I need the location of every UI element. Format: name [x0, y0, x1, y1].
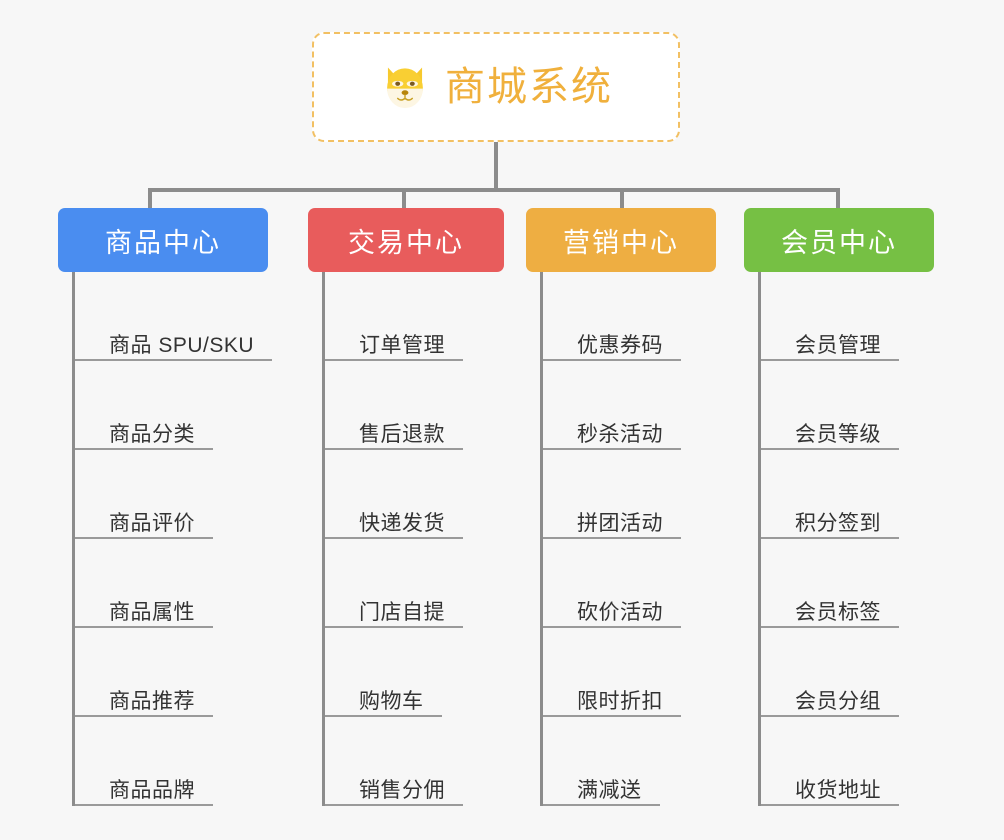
leaf-item[interactable]: 砍价活动 [543, 539, 716, 628]
leaf-label: 优惠券码 [577, 333, 663, 357]
leaf-label: 商品分类 [109, 422, 195, 446]
leaf-underline [761, 804, 899, 806]
leaf-label: 会员管理 [795, 333, 881, 357]
leaf-label: 销售分佣 [359, 778, 445, 802]
leaf-underline [75, 359, 273, 361]
leaf-item[interactable]: 商品评价 [75, 450, 268, 539]
leaf-item[interactable]: 购物车 [325, 628, 504, 717]
leaf-item[interactable]: 商品分类 [75, 361, 268, 450]
branch-marketing-center: 营销中心 优惠券码 秒杀活动 拼团活动 砍价活动 限时折扣 满减送 [526, 208, 716, 806]
leaf-underline [325, 537, 463, 539]
branch-header-2[interactable]: 交易中心 [308, 208, 504, 272]
leaf-item[interactable]: 收货地址 [761, 717, 934, 806]
connector-drop-1 [148, 188, 152, 210]
leaf-item[interactable]: 订单管理 [325, 272, 504, 361]
branch-header-label: 营销中心 [563, 227, 679, 258]
leaf-list-2: 订单管理 售后退款 快递发货 门店自提 购物车 销售分佣 [322, 272, 504, 806]
leaf-underline [761, 626, 899, 628]
leaf-underline [325, 448, 463, 450]
leaf-item[interactable]: 秒杀活动 [543, 361, 716, 450]
leaf-underline [543, 804, 660, 806]
connector-horizontal-bar [148, 188, 838, 192]
leaf-underline [543, 715, 681, 717]
branch-product-center: 商品中心 商品 SPU/SKU 商品分类 商品评价 商品属性 商品推荐 商品品牌 [58, 208, 273, 806]
leaf-label: 商品品牌 [109, 778, 195, 802]
leaf-label: 会员等级 [795, 422, 881, 446]
branch-member-center: 会员中心 会员管理 会员等级 积分签到 会员标签 会员分组 收货地址 [744, 208, 934, 806]
leaf-underline [761, 359, 899, 361]
leaf-underline [761, 537, 899, 539]
leaf-label: 满减送 [577, 778, 642, 802]
leaf-item[interactable]: 会员等级 [761, 361, 934, 450]
leaf-underline [75, 626, 213, 628]
root-node[interactable]: 商城系统 [312, 32, 680, 142]
leaf-label: 快递发货 [359, 511, 445, 535]
branch-header-1[interactable]: 商品中心 [58, 208, 268, 272]
leaf-underline [543, 626, 681, 628]
leaf-label: 购物车 [359, 689, 424, 713]
leaf-label: 售后退款 [359, 422, 445, 446]
leaf-list-1: 商品 SPU/SKU 商品分类 商品评价 商品属性 商品推荐 商品品牌 [72, 272, 273, 806]
leaf-label: 限时折扣 [577, 689, 663, 713]
leaf-item[interactable]: 满减送 [543, 717, 716, 806]
leaf-underline [325, 715, 442, 717]
leaf-label: 积分签到 [795, 511, 881, 535]
leaf-label: 商品 SPU/SKU [109, 333, 255, 357]
leaf-underline [543, 448, 681, 450]
leaf-underline [543, 359, 681, 361]
connector-drop-3 [620, 188, 624, 210]
branch-trade-center: 交易中心 订单管理 售后退款 快递发货 门店自提 购物车 销售分佣 [308, 208, 504, 806]
leaf-underline [543, 537, 681, 539]
leaf-underline [325, 626, 463, 628]
leaf-item[interactable]: 优惠券码 [543, 272, 716, 361]
leaf-item[interactable]: 商品属性 [75, 539, 268, 628]
branch-header-label: 交易中心 [348, 227, 464, 258]
connector-drop-2 [402, 188, 406, 210]
root-title: 商城系统 [445, 65, 613, 109]
leaf-label: 商品推荐 [109, 689, 195, 713]
leaf-list-3: 优惠券码 秒杀活动 拼团活动 砍价活动 限时折扣 满减送 [540, 272, 716, 806]
leaf-underline [761, 715, 899, 717]
leaf-underline [75, 448, 213, 450]
branch-header-3[interactable]: 营销中心 [526, 208, 716, 272]
connector-root-stem [494, 142, 498, 192]
leaf-item[interactable]: 会员标签 [761, 539, 934, 628]
leaf-underline [75, 715, 213, 717]
leaf-label: 会员分组 [795, 689, 881, 713]
leaf-item[interactable]: 会员管理 [761, 272, 934, 361]
leaf-label: 会员标签 [795, 600, 881, 624]
branch-header-label: 商品中心 [105, 227, 221, 258]
leaf-item[interactable]: 限时折扣 [543, 628, 716, 717]
leaf-underline [75, 804, 213, 806]
leaf-item[interactable]: 会员分组 [761, 628, 934, 717]
leaf-label: 商品评价 [109, 511, 195, 535]
leaf-label: 砍价活动 [577, 600, 663, 624]
leaf-label: 收货地址 [795, 778, 881, 802]
leaf-list-4: 会员管理 会员等级 积分签到 会员标签 会员分组 收货地址 [758, 272, 934, 806]
leaf-label: 秒杀活动 [577, 422, 663, 446]
leaf-item[interactable]: 门店自提 [325, 539, 504, 628]
shiba-dog-face-icon [387, 67, 423, 109]
leaf-item[interactable]: 拼团活动 [543, 450, 716, 539]
leaf-item[interactable]: 积分签到 [761, 450, 934, 539]
leaf-label: 门店自提 [359, 600, 445, 624]
leaf-item[interactable]: 售后退款 [325, 361, 504, 450]
leaf-underline [325, 804, 463, 806]
connector-drop-4 [836, 188, 840, 210]
branch-header-label: 会员中心 [781, 227, 897, 258]
leaf-item[interactable]: 商品推荐 [75, 628, 268, 717]
leaf-underline [75, 537, 213, 539]
leaf-item[interactable]: 商品品牌 [75, 717, 268, 806]
leaf-underline [325, 359, 463, 361]
leaf-label: 商品属性 [109, 600, 195, 624]
leaf-item[interactable]: 销售分佣 [325, 717, 504, 806]
leaf-item[interactable]: 商品 SPU/SKU [75, 272, 273, 361]
leaf-underline [761, 448, 899, 450]
leaf-item[interactable]: 快递发货 [325, 450, 504, 539]
leaf-label: 拼团活动 [577, 511, 663, 535]
branch-header-4[interactable]: 会员中心 [744, 208, 934, 272]
leaf-label: 订单管理 [359, 333, 445, 357]
